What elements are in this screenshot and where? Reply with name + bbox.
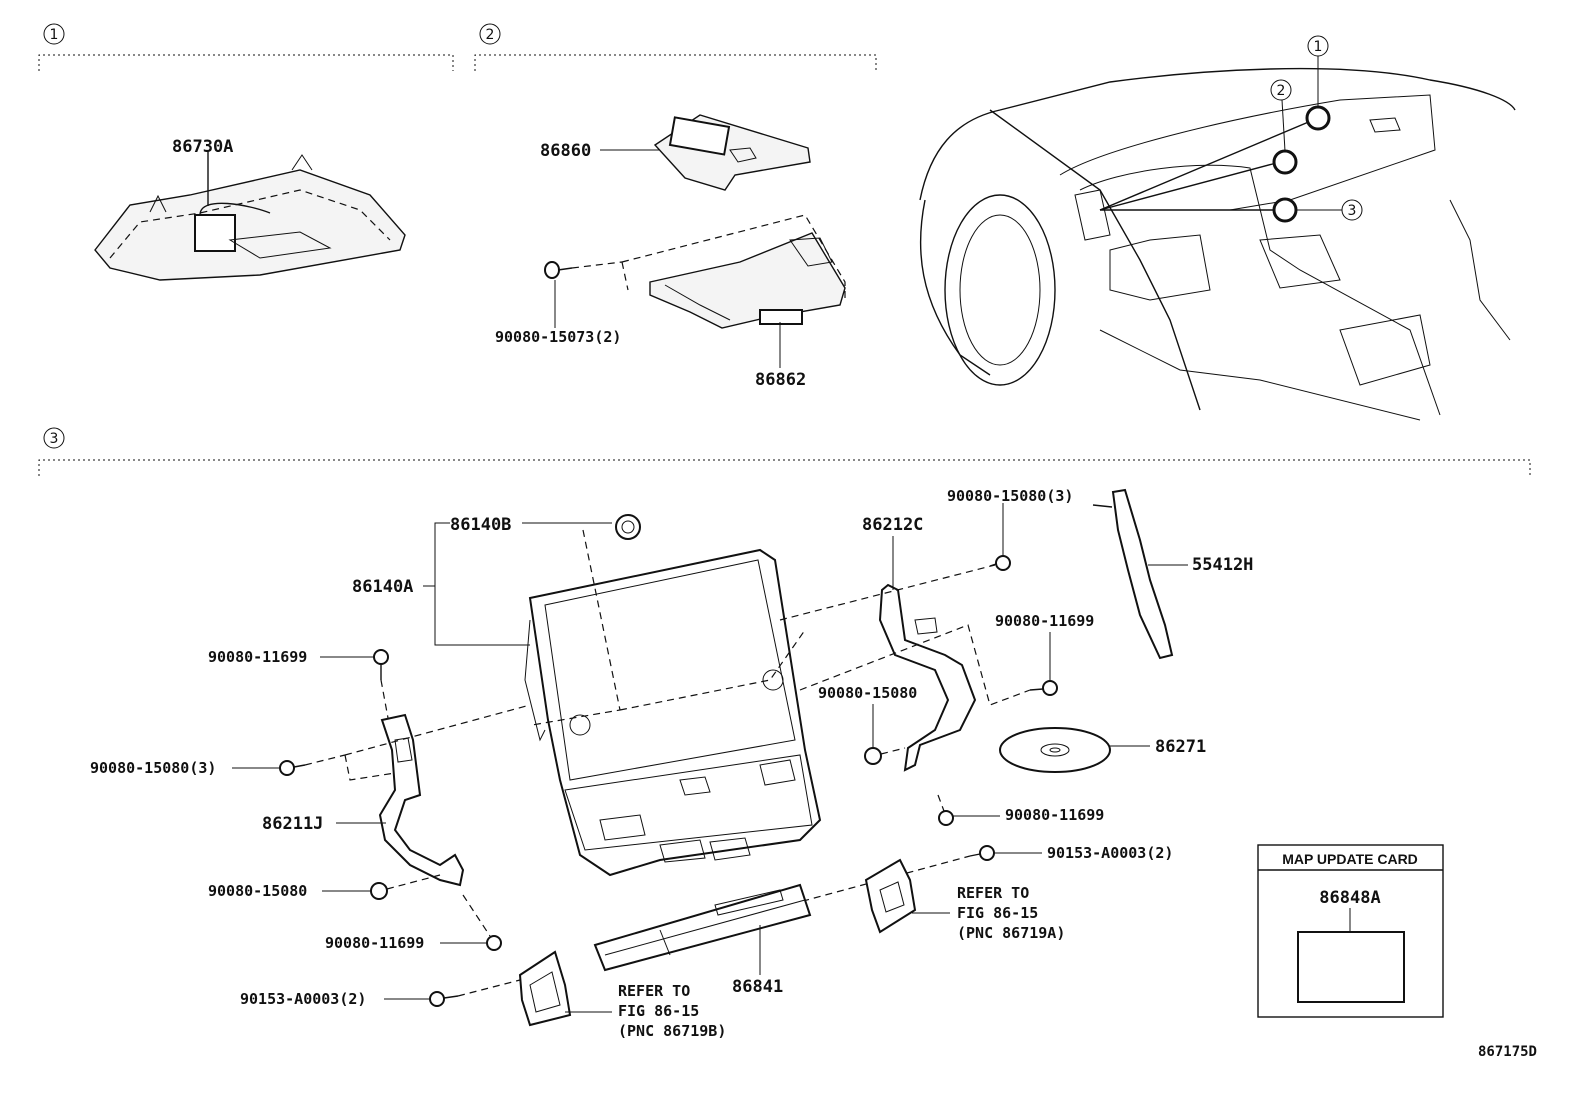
display-unit-86140A-drawing (524, 548, 822, 877)
disc-86271 (999, 727, 1111, 773)
label-86271: 86271 (1155, 737, 1206, 757)
svg-text:1: 1 (1314, 39, 1323, 55)
leader-86140A-bracket (434, 522, 530, 646)
bracket-86862-drawing (621, 214, 846, 329)
screw-90080-15073 (544, 261, 623, 279)
svg-text:3: 3 (1348, 203, 1357, 219)
label-90153-A0003-right: 90153-A0003(2) (1047, 844, 1173, 862)
bracket-86211J-drawing (378, 713, 465, 887)
bracket-86212C-drawing (878, 583, 977, 772)
map-update-card-box: MAP UPDATE CARD 86848A (1257, 844, 1444, 1018)
note-left-line1: REFER TO (618, 982, 690, 1000)
car-interior-drawing (919, 67, 1516, 421)
unit-86841-drawing (593, 883, 812, 972)
section-3-number: 3 (50, 431, 59, 447)
screw-90080-11699-lowleft (462, 894, 502, 951)
label-86140A: 86140A (352, 577, 413, 597)
panel-55412H-drawing (1092, 488, 1174, 660)
knob-86140B (615, 514, 641, 540)
section-1-bracket (38, 54, 454, 71)
label-90080-11699-rlow: 90080-11699 (1005, 806, 1104, 824)
note-right-line1: REFER TO (957, 884, 1029, 902)
section-2-circle (479, 23, 501, 45)
screw-90080-11699-right (1029, 680, 1058, 696)
bracket-86719B-drawing (518, 950, 572, 1027)
screw-90080-11699-rlow (937, 794, 954, 826)
label-86212C: 86212C (862, 515, 923, 535)
car-callout-1: 1 (1305, 35, 1331, 131)
note-right-line3: (PNC 86719A) (957, 924, 1065, 942)
label-90080-15080-mid: 90080-15080 (818, 684, 917, 702)
svg-text:2: 2 (1277, 83, 1286, 99)
note-left-line3: (PNC 86719B) (618, 1022, 726, 1040)
diagram-ref-code: 867175D (1478, 1044, 1537, 1060)
label-90080-15073: 90080-15073(2) (495, 328, 621, 346)
map-card-drawing (1297, 931, 1405, 1003)
label-90080-11699-right: 90080-11699 (995, 612, 1094, 630)
label-86860: 86860 (540, 141, 591, 161)
overhead-console-drawing (94, 154, 406, 281)
screw-90080-15080-3-left (279, 754, 346, 776)
section-2-header: 2 (474, 23, 877, 71)
section-3-bracket (38, 459, 1531, 476)
section-1-number: 1 (50, 27, 59, 43)
screw-90080-15080-mid (864, 747, 906, 765)
section-2-bracket (474, 54, 877, 71)
section-3-circle (43, 427, 65, 449)
label-90080-11699-lowleft: 90080-11699 (325, 934, 424, 952)
screw-90153-A0003-left (429, 979, 521, 1007)
car-callout-2: 2 (1270, 79, 1298, 175)
label-90080-15080-3-top: 90080-15080(3) (947, 487, 1073, 505)
dash-right-guides (779, 564, 1031, 706)
label-86862: 86862 (755, 370, 806, 390)
label-86140B: 86140B (450, 515, 511, 535)
note-left-line2: FIG 86-15 (618, 1002, 699, 1020)
label-55412H: 55412H (1192, 555, 1253, 575)
section-1-header: 1 (38, 23, 454, 71)
dash-86140B-guide (531, 529, 806, 726)
label-86211J: 86211J (262, 814, 323, 834)
screw-90080-11699-left (373, 649, 389, 719)
car-callout-3: 3 (1272, 197, 1363, 223)
section-3-header: 3 (38, 427, 1531, 476)
label-86848A: 86848A (1319, 888, 1380, 908)
map-card-title: MAP UPDATE CARD (1282, 851, 1418, 867)
dash-left-guides (344, 704, 531, 781)
bracket-86719A-drawing (864, 858, 917, 934)
label-86730A: 86730A (172, 137, 233, 157)
screw-90080-15080-left (370, 874, 441, 900)
module-86860-drawing (653, 114, 811, 191)
screw-90080-15080-3-top (989, 555, 1011, 571)
label-90080-11699-left: 90080-11699 (208, 648, 307, 666)
note-right-line2: FIG 86-15 (957, 904, 1038, 922)
label-90153-A0003-left: 90153-A0003(2) (240, 990, 366, 1008)
section-1-circle (43, 23, 65, 45)
section-2-number: 2 (486, 27, 495, 43)
label-90080-15080-3-left: 90080-15080(3) (90, 759, 216, 777)
label-86841: 86841 (732, 977, 783, 997)
label-90080-15080-left: 90080-15080 (208, 882, 307, 900)
